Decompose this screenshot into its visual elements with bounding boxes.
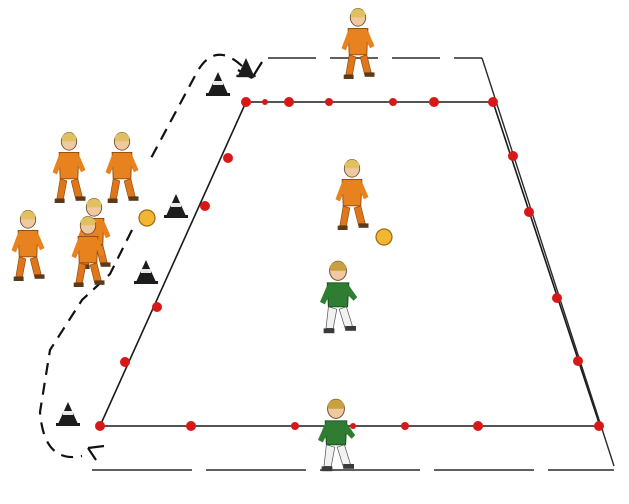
marker <box>594 421 604 431</box>
marker <box>508 151 518 161</box>
ball <box>139 210 155 226</box>
marker <box>284 97 294 107</box>
marker <box>552 293 562 303</box>
ball <box>376 229 392 245</box>
marker <box>241 97 251 107</box>
marker <box>200 201 210 211</box>
marker <box>223 153 233 163</box>
marker <box>350 423 356 429</box>
marker <box>325 98 333 106</box>
marker <box>291 422 299 430</box>
marker <box>152 302 162 312</box>
marker <box>524 207 534 217</box>
marker <box>473 421 483 431</box>
marker <box>262 99 268 105</box>
marker <box>573 356 583 366</box>
marker <box>186 421 196 431</box>
marker <box>401 422 409 430</box>
marker <box>389 98 397 106</box>
marker <box>95 421 105 431</box>
marker <box>488 97 498 107</box>
marker <box>120 357 130 367</box>
marker <box>429 97 439 107</box>
